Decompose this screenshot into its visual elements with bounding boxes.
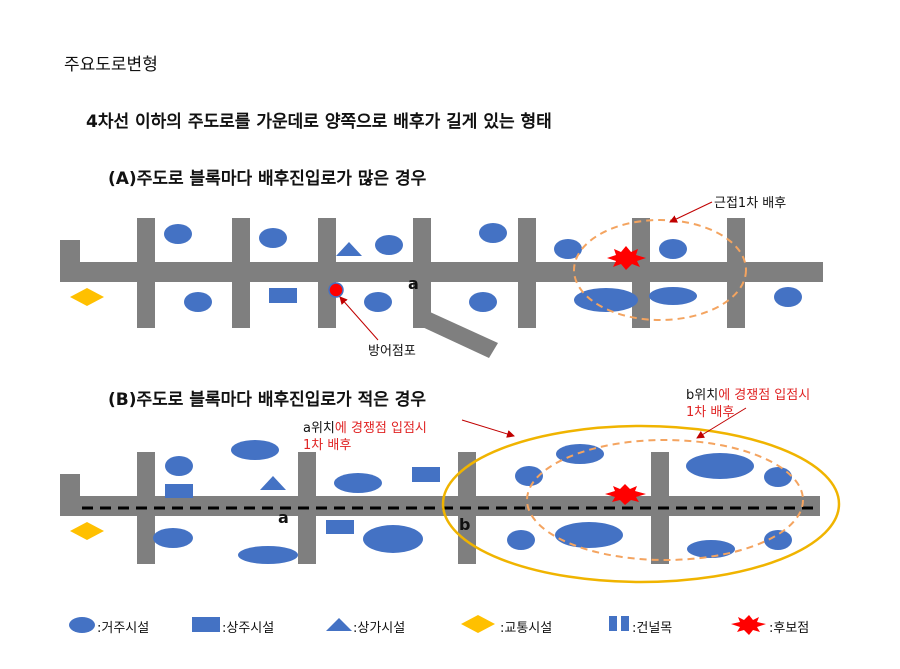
residential-facility [469, 292, 497, 312]
residential-facility [774, 287, 802, 307]
residential-facility [375, 235, 403, 255]
residential-facility [556, 444, 604, 464]
section-a-title: (A)주도로 블록마다 배후진입로가 많은 경우 [108, 169, 427, 189]
point-b-label: b [459, 515, 471, 534]
main-road-b [60, 496, 820, 516]
road-end-a [60, 240, 80, 282]
section-b-diagram [60, 407, 841, 584]
legend-label-crosswalk: :건널목 [632, 621, 673, 636]
residential-facility [334, 473, 382, 493]
transport-facility [70, 288, 104, 306]
candidate-burst [607, 246, 646, 270]
residential-facility [153, 528, 193, 548]
side-road [318, 218, 336, 328]
residential-facility [659, 239, 687, 259]
residential-facility [764, 467, 792, 487]
triangle-icon [326, 618, 352, 631]
legend-label-candidate: :후보점 [769, 621, 810, 636]
rectangle-icon [192, 617, 220, 632]
residential-commercial-facility [269, 288, 297, 303]
primary-trade-area-arrow [669, 201, 713, 223]
callout-b-line1: b위치에 경쟁점 입점시 [686, 384, 810, 403]
residential-facility [555, 522, 623, 548]
defense-store-marker [328, 282, 344, 298]
callout-b-line2: 1차 배후 [686, 405, 735, 420]
side-road [518, 218, 536, 328]
point-a-label: a [408, 274, 419, 293]
side-road [137, 218, 155, 328]
residential-facility [363, 525, 423, 553]
section-b-title: (B)주도로 블록마다 배후진입로가 적은 경우 [108, 390, 427, 410]
residential-facility [686, 453, 754, 479]
residential-facility [687, 540, 735, 558]
legend-icons [69, 615, 766, 635]
residential-facility [507, 530, 535, 550]
residential-facility [184, 292, 212, 312]
shopping-facility [260, 476, 286, 490]
primary-trade-area-label: 근접1차 배후 [714, 196, 787, 211]
residential-facility [764, 530, 792, 550]
legend-label-shopping: :상가시설 [353, 621, 406, 636]
residential-facility [259, 228, 287, 248]
page-subtitle: 4차선 이하의 주도로를 가운데로 양쪽으로 배후가 길게 있는 형태 [86, 112, 552, 132]
side-road [727, 218, 745, 328]
legend-label-residential: :거주시설 [97, 621, 150, 636]
competitor-b-trade-area [526, 439, 804, 561]
section-a-diagram [60, 201, 823, 358]
callout-a-highlight: 에 경쟁점 입점시 [334, 421, 427, 436]
primary-trade-area [573, 219, 747, 321]
side-road [232, 218, 250, 328]
diamond-icon [461, 615, 495, 633]
residential-facility [574, 288, 638, 312]
burst-icon [731, 615, 766, 635]
residential-commercial-facility [412, 467, 440, 482]
residential-facility [364, 292, 392, 312]
crosswalk-icon [621, 616, 629, 631]
residential-facility [164, 224, 192, 244]
residential-facility [515, 466, 543, 486]
callout-b-arrow [696, 407, 747, 439]
residential-commercial-facility [165, 484, 193, 498]
residential-facility [479, 223, 507, 243]
side-road [413, 218, 431, 328]
callout-b-prefix: b위치 [686, 388, 719, 403]
defense-store-arrow [339, 296, 379, 341]
legend-label-commercial-residential: :상주시설 [222, 621, 275, 636]
defense-store-label: 방어점포 [368, 344, 416, 359]
residential-facility [231, 440, 279, 460]
transport-facility [70, 522, 104, 540]
ellipse-icon [69, 617, 95, 633]
callout-a-line2: 1차 배후 [303, 438, 352, 453]
crosswalk-icon [609, 616, 617, 631]
candidate-burst [605, 484, 646, 505]
point-a-label: a [278, 508, 289, 527]
residential-commercial-facility [326, 520, 354, 534]
callout-a-line1: a위치에 경쟁점 입점시 [303, 417, 427, 436]
side-road [632, 218, 650, 328]
residential-facility [554, 239, 582, 259]
shopping-facility [336, 242, 362, 256]
competitor-a-trade-area [441, 424, 841, 584]
residential-facility [165, 456, 193, 476]
callout-a-prefix: a위치 [303, 421, 335, 436]
road-end-b [60, 474, 80, 516]
main-road-a [60, 262, 823, 282]
diagonal-road [418, 312, 498, 358]
legend-label-transport: :교통시설 [500, 621, 553, 636]
residential-facility [238, 546, 298, 564]
callout-a-arrow [461, 419, 515, 438]
callout-b-highlight: 에 경쟁점 입점시 [718, 388, 811, 403]
page-title: 주요도로변형 [64, 55, 158, 75]
residential-facility [649, 287, 697, 305]
